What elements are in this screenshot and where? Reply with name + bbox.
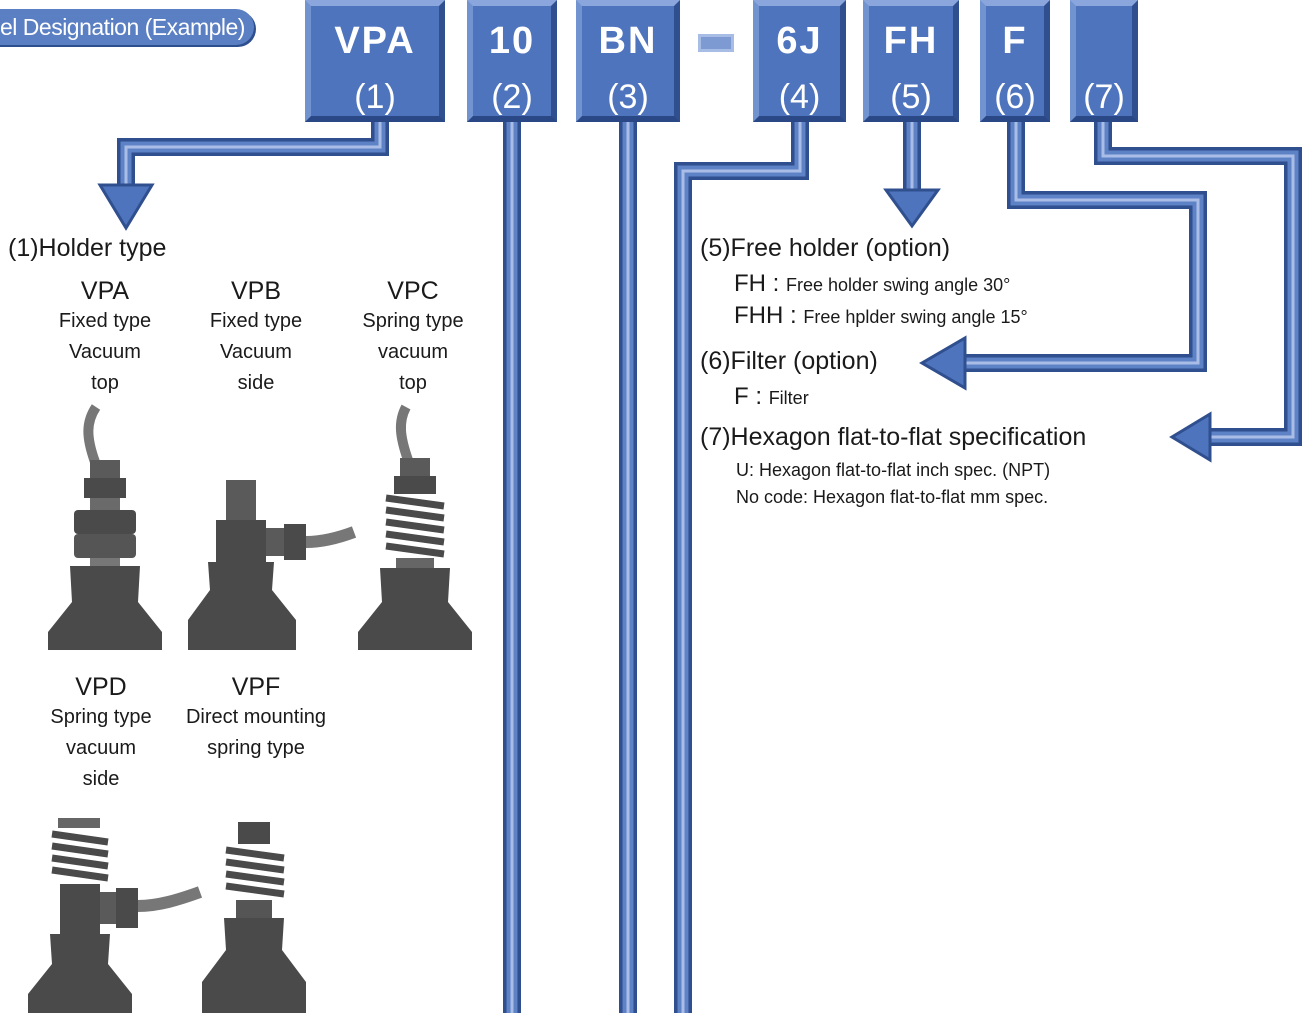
desc-line: Direct mounting <box>185 706 327 728</box>
code-label: F <box>1002 20 1028 62</box>
desc-line: top <box>91 372 119 394</box>
vpb-holder-icon <box>188 480 357 650</box>
code-label: 10 <box>488 20 536 62</box>
arrow-filter <box>919 335 967 391</box>
holder-desc-vpb: Fixed type Vacuum side <box>181 306 331 399</box>
hexagon-heading: (7)Hexagon flat-to-flat specification <box>700 423 1087 451</box>
hexagon-option-no-code: No code: Hexagon flat-to-flat mm spec. <box>736 487 1049 507</box>
hexagon-option-u: U: Hexagon flat-to-flat inch spec. (NPT) <box>736 460 1051 480</box>
code-box-7: (7) <box>1070 0 1138 122</box>
holder-name-vpb: VPB <box>230 277 282 305</box>
filter-option-f: F : Filter <box>734 383 809 411</box>
desc-line: vacuum <box>377 341 449 363</box>
desc-line: Spring type <box>362 310 464 332</box>
holder-heading: (1)Holder type <box>8 234 167 262</box>
code-box-1: VPA (1) <box>305 0 445 122</box>
holder-desc-vpf: Direct mounting spring type <box>166 702 346 764</box>
desc-line: Vacuum <box>69 341 141 363</box>
code-index: (2) <box>491 78 533 116</box>
vpd-holder-icon <box>28 818 203 1013</box>
desc-line: side <box>82 768 120 790</box>
holder-desc-vpa: Fixed type Vacuum top <box>30 306 180 399</box>
free-holder-heading: (5)Free holder (option) <box>700 234 951 262</box>
holder-name-vpa: VPA <box>80 277 130 305</box>
free-holder-option-fhh: FHH : Free hplder swing angle 15° <box>734 302 1028 330</box>
desc-line: vacuum <box>65 737 137 759</box>
code-index: (3) <box>607 78 649 116</box>
code-index: (5) <box>890 78 932 116</box>
code-label: VPA <box>334 20 416 62</box>
option-code: FHH <box>734 302 784 329</box>
vpa-holder-icon <box>48 404 162 650</box>
dash-separator <box>698 34 734 52</box>
code-box-2: 10 (2) <box>467 0 557 122</box>
option-desc: Filter <box>768 388 809 408</box>
desc-line: top <box>399 372 427 394</box>
code-box-5: FH (5) <box>863 0 959 122</box>
option-desc: Free hplder swing angle 15° <box>803 307 1028 327</box>
code-label: FH <box>883 20 939 62</box>
free-holder-option-fh: FH : Free holder swing angle 30° <box>734 270 1010 298</box>
code-box-3: BN (3) <box>576 0 680 122</box>
code-index: (6) <box>994 78 1036 116</box>
filter-heading: (6)Filter (option) <box>700 347 878 375</box>
holder-name-vpd: VPD <box>75 673 127 701</box>
holder-desc-vpc: Spring type vacuum top <box>338 306 488 399</box>
option-code: F <box>734 383 749 410</box>
desc-line: Spring type <box>50 706 152 728</box>
arrow-hexagon <box>1169 411 1212 463</box>
desc-line: Fixed type <box>209 310 303 332</box>
desc-line: Vacuum <box>220 341 292 363</box>
option-separator: : <box>766 270 787 297</box>
desc-line: side <box>237 372 275 394</box>
desc-line: spring type <box>207 737 305 759</box>
code-index: (1) <box>354 78 396 116</box>
holder-desc-vpd: Spring type vacuum side <box>26 702 176 795</box>
holder-name-vpf: VPF <box>231 673 281 701</box>
code-box-4: 6J (4) <box>753 0 846 122</box>
option-separator: : <box>748 383 769 410</box>
code-label: BN <box>598 20 658 62</box>
code-label: 6J <box>776 20 823 62</box>
code-box-6: F (6) <box>980 0 1050 122</box>
arrow-free-holder <box>883 188 941 229</box>
vpf-holder-icon <box>202 822 306 1013</box>
vpc-holder-icon <box>358 404 472 650</box>
arrow-holder <box>97 183 155 231</box>
option-separator: : <box>783 302 804 329</box>
desc-line: Fixed type <box>58 310 152 332</box>
holder-name-vpc: VPC <box>387 277 439 305</box>
code-index: (7) <box>1083 78 1125 116</box>
option-code: FH <box>734 270 766 297</box>
section-title: el Designation (Example) <box>0 9 254 45</box>
code-index: (4) <box>778 78 821 116</box>
option-desc: Free holder swing angle 30° <box>786 275 1011 295</box>
